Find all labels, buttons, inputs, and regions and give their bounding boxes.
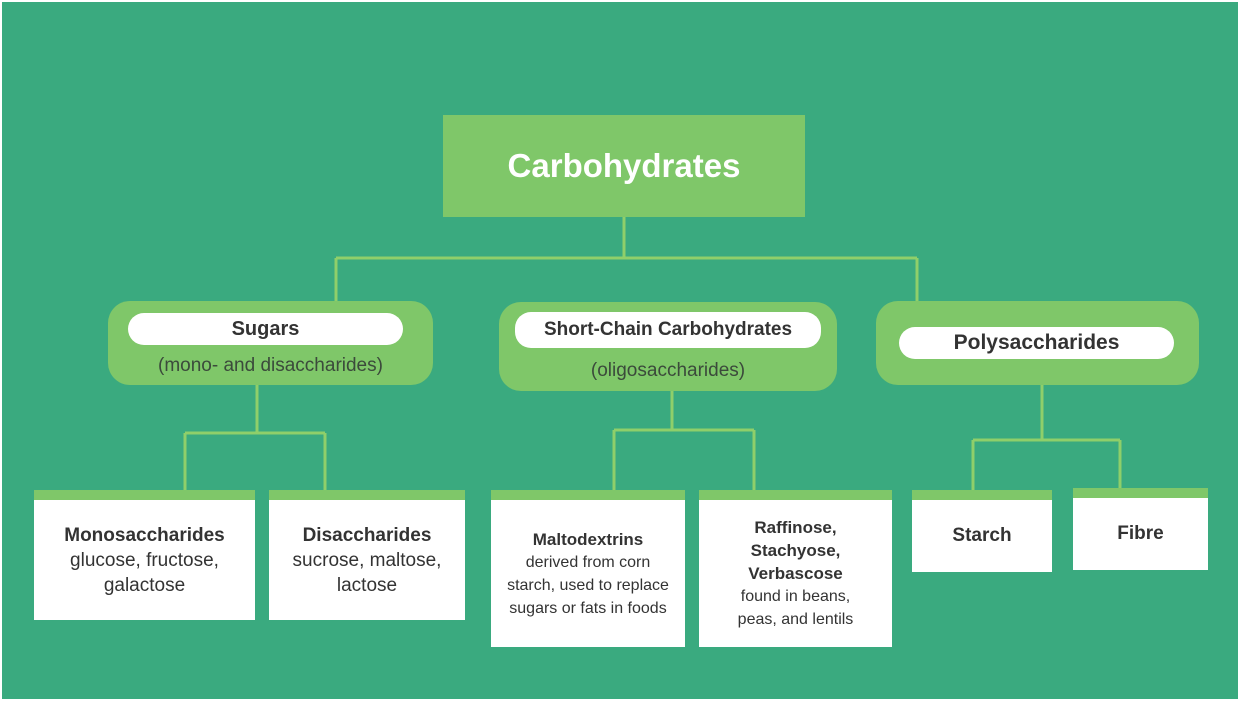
leaf-maltodextrins: Maltodextrins derived from corn starch, … [491, 490, 685, 647]
leaf-disaccharides: Disaccharides sucrose, maltose, lactose [269, 490, 465, 620]
leaf-raffinose-title: Raffinose, Stachyose, Verbascose [748, 518, 843, 583]
leaf-disaccharides-title: Disaccharides [302, 524, 432, 546]
category-short-chain-subtitle: (oligosaccharides) [590, 360, 746, 381]
leaf-raffinose-desc: found in beans, peas, and lentils [737, 588, 854, 628]
category-short-chain-pill: Short-Chain Carbohydrates [515, 312, 821, 348]
category-polysaccharides: Polysaccharides [876, 301, 1199, 385]
leaf-monosaccharides-desc: glucose, fructose, galactose [70, 549, 219, 596]
category-sugars-pill: Sugars [128, 313, 403, 345]
leaf-starch: Starch [912, 490, 1052, 572]
leaf-fibre-title: Fibre [1117, 523, 1164, 544]
category-polysaccharides-pill: Polysaccharides [899, 327, 1174, 359]
leaf-starch-title: Starch [952, 525, 1012, 546]
category-short-chain-label: Short-Chain Carbohydrates [543, 319, 793, 340]
leaf-maltodextrins-title: Maltodextrins [532, 529, 644, 549]
root-node: Carbohydrates [443, 115, 805, 217]
leaf-monosaccharides-title: Monosaccharides [64, 524, 225, 546]
leaf-fibre: Fibre [1073, 488, 1208, 570]
leaf-maltodextrins-desc: derived from corn starch, used to replac… [507, 553, 669, 617]
category-sugars: Sugars (mono- and disaccharides) [108, 301, 433, 385]
leaf-monosaccharides: Monosaccharides glucose, fructose, galac… [34, 490, 255, 620]
category-short-chain: Short-Chain Carbohydrates (oligosacchari… [499, 302, 837, 391]
category-sugars-label: Sugars [231, 317, 300, 340]
root-label: Carbohydrates [507, 147, 741, 184]
leaf-disaccharides-desc: sucrose, maltose, lactose [292, 549, 442, 596]
category-polysaccharides-label: Polysaccharides [953, 331, 1120, 354]
leaf-raffinose: Raffinose, Stachyose, Verbascose found i… [699, 490, 892, 647]
category-sugars-subtitle: (mono- and disaccharides) [158, 355, 383, 376]
